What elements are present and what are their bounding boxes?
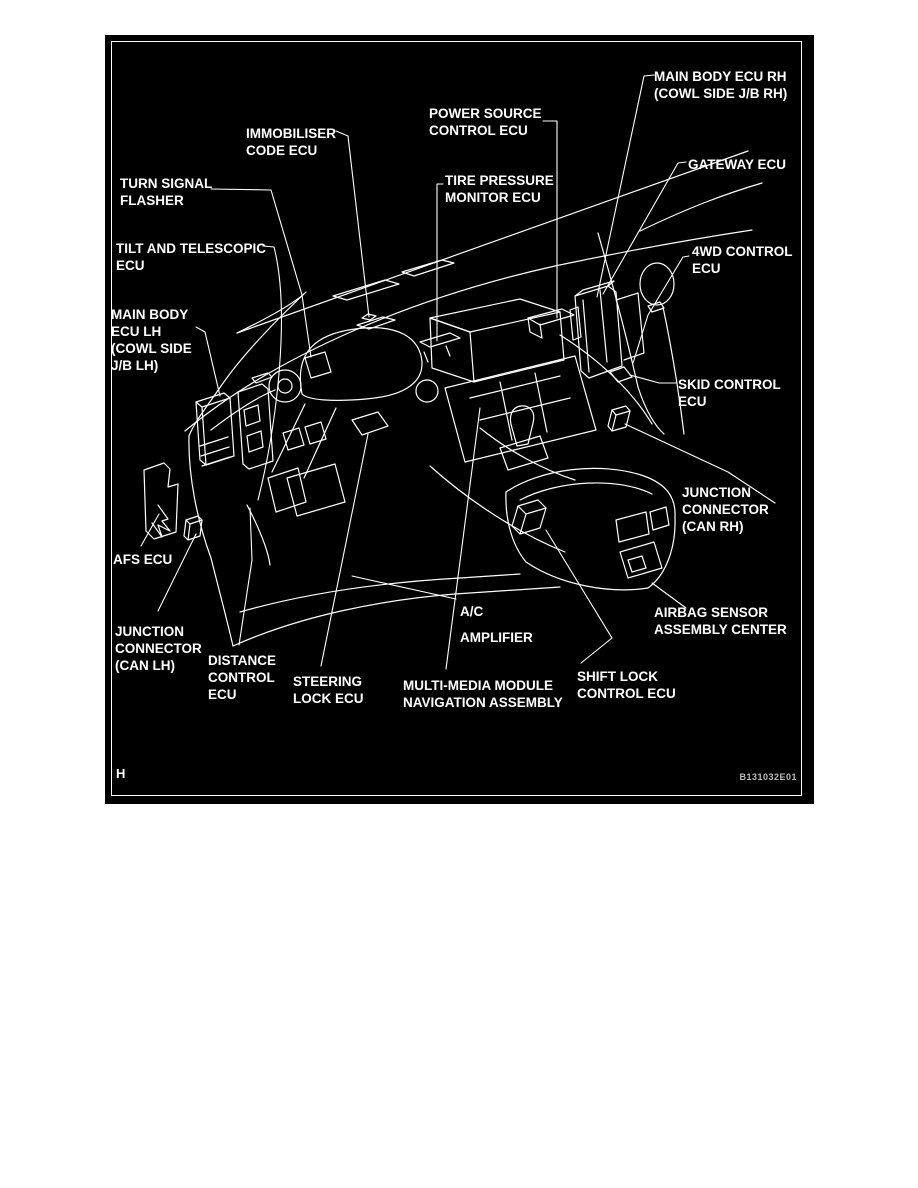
label-airbag-sensor-assembly-center: AIRBAG SENSOR ASSEMBLY CENTER: [654, 605, 787, 637]
skid-control-ecu-part: [609, 366, 633, 383]
tilt-telescopic-ecu-part: [267, 467, 307, 513]
immobiliser-code-ecu-part: [356, 316, 396, 330]
label-steering-lock-ecu: STEERING LOCK ECU: [293, 674, 364, 706]
leader-skid: [629, 374, 677, 384]
label-skid-control-ecu: SKID CONTROL ECU: [678, 377, 781, 409]
leader-turn-signal: [210, 188, 312, 358]
main-body-ecu-rh-box: [569, 232, 685, 435]
main-body-ecu-lh-box: [143, 372, 274, 566]
shift-lock-control-ecu-part: [511, 499, 547, 535]
leader-lines: [140, 74, 776, 670]
figure-code: B131032E01: [739, 772, 797, 782]
figure-marker-h: H: [116, 766, 126, 781]
label-turn-signal-flasher: TURN SIGNAL FLASHER: [120, 176, 213, 208]
leader-4wd: [632, 255, 690, 364]
leader-steering-lock: [320, 433, 369, 667]
label-main-body-ecu-rh: MAIN BODY ECU RH (COWL SIDE J/B RH): [654, 69, 788, 101]
leader-multimedia: [445, 407, 481, 670]
power-source-control-ecu-part: [527, 308, 575, 326]
dashboard-body: [184, 150, 763, 647]
label-tire-pressure-monitor-ecu: TIRE PRESSURE MONITOR ECU: [445, 173, 554, 205]
label-immobiliser-code-ecu: IMMOBILISER CODE ECU: [246, 126, 336, 158]
leader-tilt-telescopic: [257, 245, 282, 501]
label-distance-control-ecu: DISTANCE CONTROL ECU: [208, 653, 277, 702]
steering-lock-ecu-part: [351, 411, 389, 436]
multimedia-navigation-part: [444, 355, 597, 463]
leader-immobiliser: [335, 130, 370, 318]
junction-connector-can-rh-part: [607, 405, 631, 432]
label-ac-amplifier: A/C AMPLIFIER: [460, 604, 533, 645]
junction-connector-can-lh-part: [183, 515, 203, 541]
leader-main-body-ecu-rh: [596, 74, 655, 298]
leader-airbag: [651, 582, 687, 609]
steering-column: [267, 327, 439, 517]
label-main-body-ecu-lh: MAIN BODY ECU LH (COWL SIDE J/B LH): [111, 307, 192, 373]
label-afs-ecu: AFS ECU: [113, 552, 173, 567]
center-stack: [304, 298, 597, 463]
center-console: [499, 405, 676, 591]
turn-signal-flasher-part: [304, 351, 332, 379]
label-multimedia-module-navigation-assembly: MULTI-MEDIA MODULE NAVIGATION ASSEMBLY: [403, 678, 563, 710]
leader-tire-pressure: [436, 183, 444, 342]
leader-power-source: [542, 120, 558, 319]
label-junction-connector-can-rh: JUNCTION CONNECTOR (CAN RH): [682, 485, 769, 534]
label-4wd-control-ecu: 4WD CONTROL ECU: [692, 244, 793, 276]
leader-junction-rh: [624, 423, 776, 504]
leader-main-body-ecu-lh: [195, 326, 221, 397]
dashboard-line-art: [140, 74, 776, 670]
leader-junction-lh: [157, 533, 197, 612]
leader-shift-lock: [545, 529, 613, 664]
airbag-sensor-part: [619, 541, 663, 579]
label-tilt-and-telescopic-ecu: TILT AND TELESCOPIC ECU: [116, 241, 266, 273]
diagram-panel: MAIN BODY ECU RH (COWL SIDE J/B RH) POWE…: [105, 35, 814, 804]
label-junction-connector-can-lh: JUNCTION CONNECTOR (CAN LH): [115, 624, 202, 673]
leader-ac-amplifier: [351, 575, 457, 600]
leader-gateway: [602, 161, 687, 295]
afs-ecu-part: [143, 462, 179, 540]
leader-afs: [140, 513, 160, 547]
leader-distance: [238, 507, 253, 646]
label-gateway-ecu: GATEWAY ECU: [688, 157, 787, 172]
label-power-source-control-ecu: POWER SOURCE CONTROL ECU: [429, 106, 542, 138]
tire-pressure-monitor-ecu-part: [419, 332, 461, 348]
label-shift-lock-control-ecu: SHIFT LOCK CONTROL ECU: [577, 669, 676, 701]
shift-lever: [509, 405, 535, 447]
